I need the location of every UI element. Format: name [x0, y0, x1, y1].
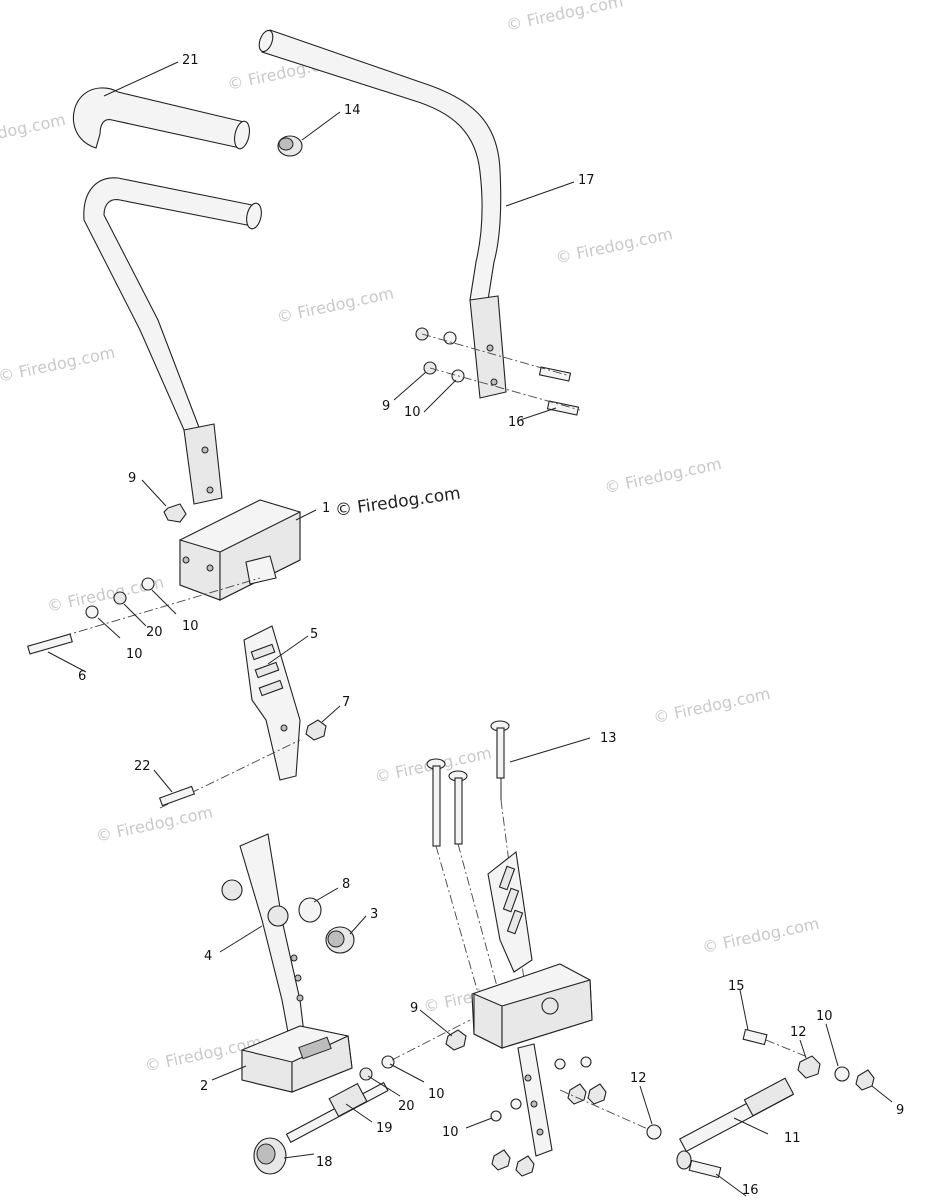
watermark-layer: © Firedog.com © Firedog.com © Firedog.co…: [0, 0, 821, 1076]
callout-12: 12: [790, 1025, 807, 1040]
callout-9: 9: [896, 1103, 904, 1118]
callout-21: 21: [182, 53, 199, 68]
callout-16: 16: [508, 415, 525, 430]
part-19-shaft: [285, 1019, 471, 1143]
part-9-nut: [163, 503, 187, 523]
part-18-knob: [253, 1137, 287, 1175]
callout-10: 10: [442, 1125, 459, 1140]
callout-22: 22: [134, 759, 151, 774]
callout-7: 7: [342, 695, 350, 710]
callout-6: 6: [78, 669, 86, 684]
callout-8: 8: [342, 877, 350, 892]
part-11-gas-spring: [559, 1077, 795, 1170]
left-hardware-row: [27, 577, 261, 655]
callout-15: 15: [728, 979, 745, 994]
part-17-handle-right: [258, 29, 507, 399]
callout-10: 10: [182, 619, 199, 634]
part-4-lever-arm: [221, 833, 307, 1055]
handle-17-hardware: [415, 327, 581, 416]
part-14-cap: [277, 135, 303, 157]
part-15-bolt: [742, 1028, 811, 1059]
callout-10: 10: [404, 405, 421, 420]
part-10-washer: [834, 1066, 850, 1082]
callout-17: 17: [578, 173, 595, 188]
callout-9: 9: [410, 1001, 418, 1016]
callout-12: 12: [630, 1071, 647, 1086]
callout-11: 11: [784, 1131, 801, 1146]
part-7-nut: [305, 719, 327, 741]
callout-10: 10: [428, 1087, 445, 1102]
lower-right-control-block: [471, 963, 593, 1157]
watermark: © Firedog.com: [554, 224, 674, 267]
watermark: © Firedog.com: [94, 802, 214, 845]
callout-10: 10: [126, 647, 143, 662]
callout-20: 20: [398, 1099, 415, 1114]
part-5-lever-plate: [243, 625, 301, 781]
part-22-bolt: [158, 739, 301, 809]
callout-9: 9: [382, 399, 390, 414]
callout-2: 2: [200, 1079, 208, 1094]
part-16-bolt: [688, 1159, 722, 1179]
part-12-nut: [797, 1055, 821, 1079]
callout-14: 14: [344, 103, 361, 118]
watermark: © Firedog.com: [701, 914, 821, 957]
callout-3: 3: [370, 907, 378, 922]
part-3-bushing: [325, 926, 355, 954]
leader-lines: [47, 61, 893, 1197]
watermark: © Firedog.com: [652, 684, 772, 727]
watermark: © Firedog.com: [0, 110, 67, 153]
callout-16: 16: [742, 1183, 759, 1198]
lower-right-lever: [487, 850, 533, 973]
callout-18: 18: [316, 1155, 333, 1170]
part-21-handle-left: [72, 87, 262, 505]
callout-5: 5: [310, 627, 318, 642]
callout-9: 9: [128, 471, 136, 486]
callout-4: 4: [204, 949, 212, 964]
watermark: © Firedog.com: [275, 283, 395, 326]
callout-13: 13: [600, 731, 617, 746]
watermark: © Firedog.com: [504, 0, 624, 35]
watermark: © Firedog.com: [603, 454, 723, 497]
callout-1: 1: [322, 501, 330, 516]
callout-10: 10: [816, 1009, 833, 1024]
watermark: © Firedog.com: [0, 343, 117, 386]
callout-20: 20: [146, 625, 163, 640]
part-13-bolts: [426, 720, 525, 1001]
part-1-control-block: [179, 499, 301, 601]
part-8-washer: [298, 897, 322, 923]
part-9-nut: [855, 1069, 875, 1091]
lower-right-hardware: [445, 1029, 607, 1177]
part-2-base: [241, 1025, 353, 1093]
watermark-main: © Firedog.com: [334, 484, 462, 521]
callout-19: 19: [376, 1121, 393, 1136]
